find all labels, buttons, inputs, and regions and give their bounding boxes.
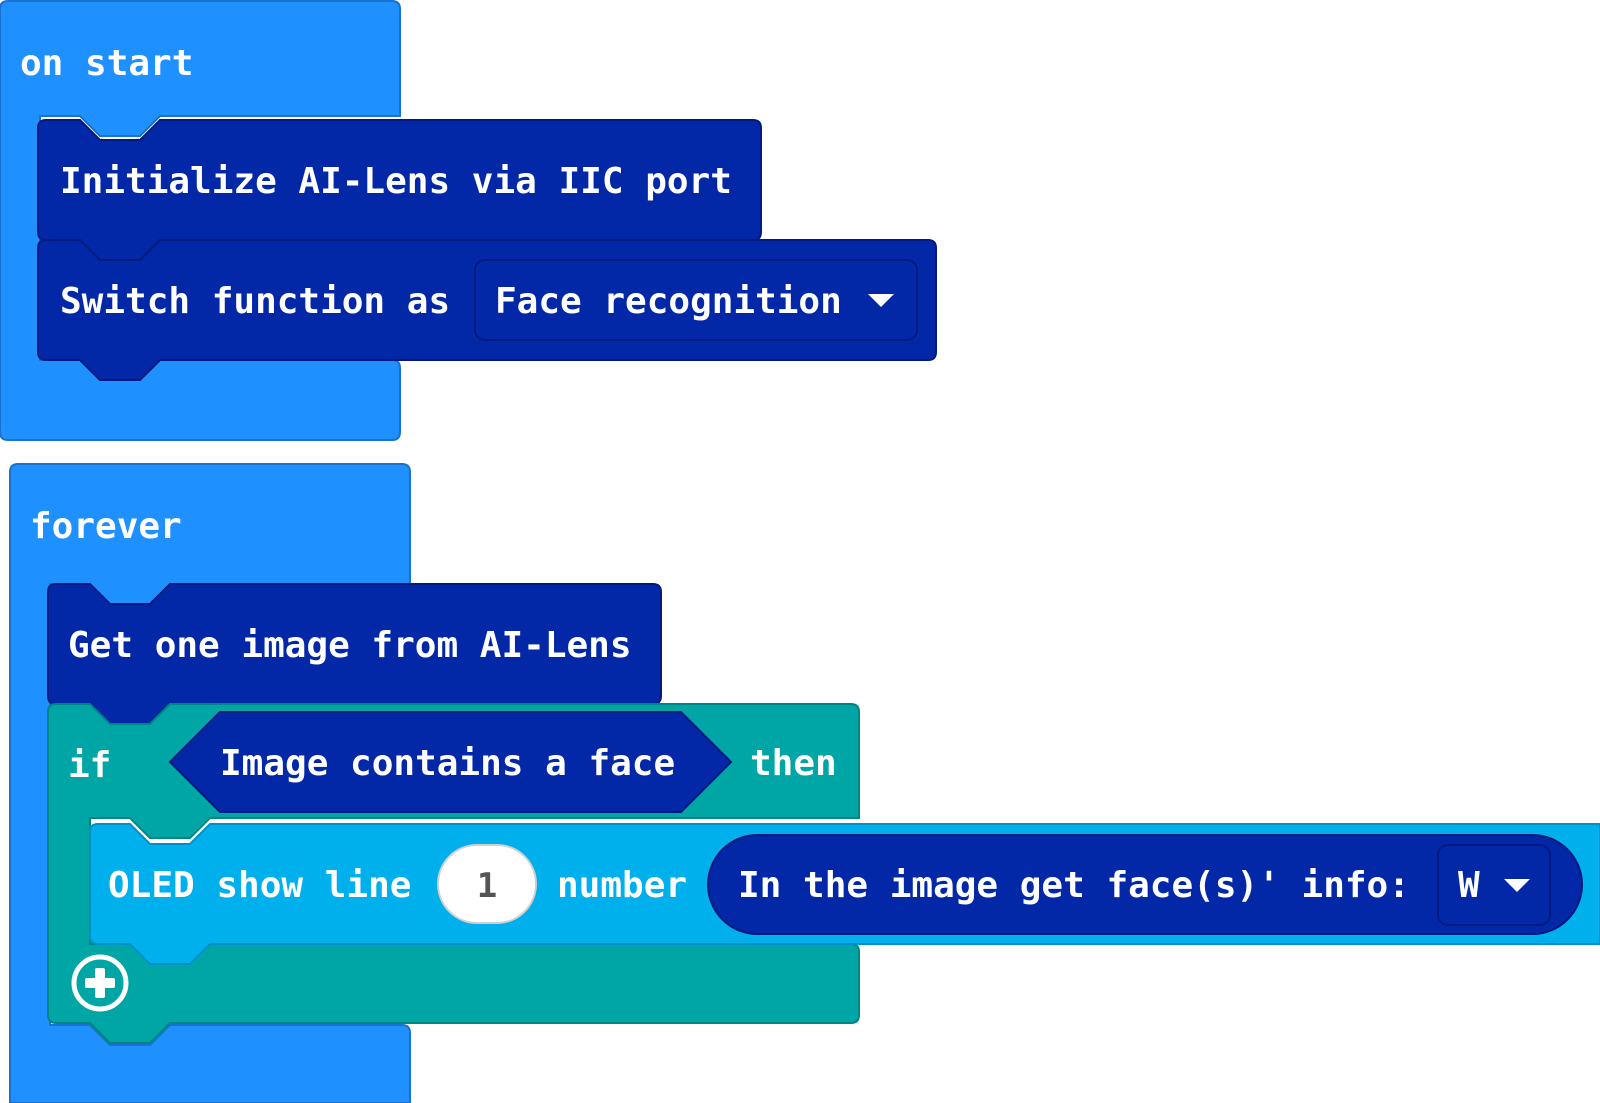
face-info-label: In the image get face(s)' info: xyxy=(738,865,1410,906)
then-label: then xyxy=(750,743,837,784)
oled-show-block[interactable]: OLED show line 1 number In the image get… xyxy=(89,823,1600,965)
caret-down-icon xyxy=(1504,879,1530,892)
line-number-value: 1 xyxy=(477,866,497,906)
face-info-block[interactable]: In the image get face(s)' info: W xyxy=(707,834,1583,935)
initialize-block[interactable]: Initialize AI-Lens via IIC port xyxy=(37,119,762,261)
forever-shape xyxy=(9,463,411,1103)
if-label: if xyxy=(68,745,111,786)
face-info-dropdown-value: W xyxy=(1458,865,1480,906)
on-start-shape xyxy=(0,0,401,441)
oled-show-label: OLED show line xyxy=(108,865,411,906)
initialize-label: Initialize AI-Lens via IIC port xyxy=(60,161,732,202)
function-dropdown-value: Face recognition xyxy=(495,281,842,322)
forever-label: forever xyxy=(30,506,182,547)
number-label: number xyxy=(557,865,687,906)
on-start-block[interactable]: on start xyxy=(0,0,401,441)
on-start-label: on start xyxy=(20,43,193,84)
condition-block[interactable]: Image contains a face xyxy=(168,711,733,813)
face-info-dropdown[interactable]: W xyxy=(1437,844,1551,926)
line-number-input[interactable]: 1 xyxy=(437,844,537,924)
forever-block[interactable]: forever xyxy=(9,463,411,1103)
switch-function-label: Switch function as xyxy=(60,281,450,322)
get-image-label: Get one image from AI-Lens xyxy=(68,625,632,666)
condition-shape xyxy=(168,711,733,813)
plus-circle-icon[interactable] xyxy=(71,954,129,1012)
get-image-block[interactable]: Get one image from AI-Lens xyxy=(47,583,662,725)
condition-label: Image contains a face xyxy=(220,743,675,784)
if-then-block[interactable]: if Image contains a face then xyxy=(47,703,860,1044)
caret-down-icon xyxy=(868,294,894,307)
switch-function-block[interactable]: Switch function as Face recognition xyxy=(37,239,937,381)
function-dropdown[interactable]: Face recognition xyxy=(474,259,918,341)
